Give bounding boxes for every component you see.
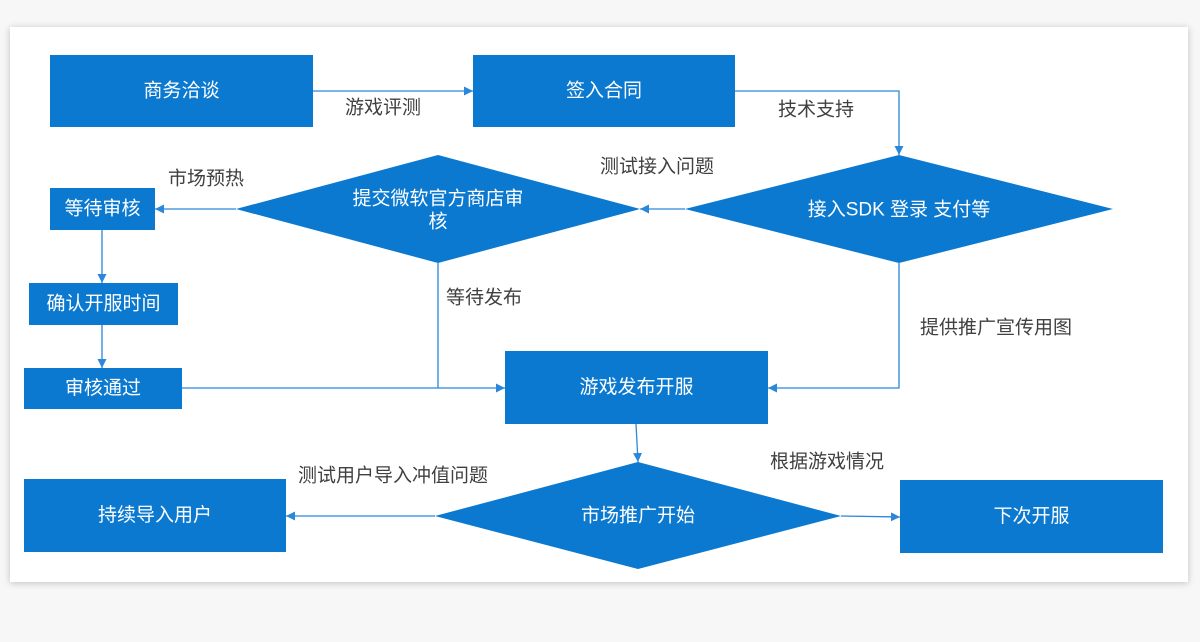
edge-label-test-user-import: 测试用户导入冲值问题 — [298, 465, 488, 487]
node-game-launch: 游戏发布开服 — [505, 351, 768, 424]
edge-label-wait-release: 等待发布 — [446, 287, 522, 309]
decision-integrate-sdk-diamond — [685, 155, 1113, 263]
node-next-launch: 下次开服 — [900, 480, 1163, 553]
node-negotiation-label: 商务洽谈 — [143, 80, 219, 102]
edge-marketing-to-next-launch — [840, 512, 901, 522]
node-sign-contract-label: 签入合同 — [566, 80, 642, 102]
decision-submit-store-review-diamond — [236, 155, 640, 263]
edge-label-game-evaluation: 游戏评测 — [345, 97, 421, 119]
node-review-passed: 审核通过 — [24, 368, 182, 409]
decision-integrate-sdk-label: 接入SDK 登录 支付等 — [808, 199, 991, 221]
edge-labels: 游戏评测 技术支持 测试接入问题 市场预热 等待发布 提供推广宣传用图 测试用户… — [168, 97, 1072, 487]
edge-label-per-game-situation: 根据游戏情况 — [770, 451, 884, 473]
node-confirm-launch-time-label: 确认开服时间 — [46, 293, 160, 315]
node-confirm-launch-time: 确认开服时间 — [29, 283, 178, 325]
node-continue-import-users-box — [24, 479, 286, 552]
edge-contract-to-sdk — [735, 90, 904, 155]
node-sign-contract: 签入合同 — [473, 55, 735, 127]
node-next-launch-box — [900, 480, 1163, 553]
node-wait-review-box — [50, 188, 155, 230]
node-confirm-launch-time-box — [29, 283, 178, 325]
decision-integrate-sdk: 接入SDK 登录 支付等 — [685, 155, 1113, 263]
edges — [97, 86, 904, 522]
decision-marketing-start-diamond — [435, 462, 841, 569]
edge-sdk-to-launch — [768, 263, 900, 393]
node-wait-review-label: 等待审核 — [64, 198, 140, 220]
edge-label-market-warmup: 市场预热 — [168, 168, 244, 190]
node-review-passed-box — [24, 368, 182, 409]
edge-label-test-integration: 测试接入问题 — [600, 156, 714, 178]
decision-submit-store-review-label-line1: 提交微软官方商店审 — [352, 188, 523, 210]
node-negotiation-box — [50, 55, 313, 127]
node-negotiation: 商务洽谈 — [50, 55, 313, 127]
node-wait-review: 等待审核 — [50, 188, 155, 230]
decision-submit-store-review: 提交微软官方商店审 核 — [236, 155, 640, 263]
edge-label-provide-promo-images: 提供推广宣传用图 — [920, 317, 1072, 339]
edge-label-tech-support: 技术支持 — [778, 99, 854, 121]
node-sign-contract-box — [473, 55, 735, 127]
node-review-passed-label: 审核通过 — [65, 377, 141, 399]
node-game-launch-box — [505, 351, 768, 424]
node-continue-import-users-label: 持续导入用户 — [98, 504, 212, 526]
decision-marketing-start: 市场推广开始 — [435, 462, 841, 569]
node-next-launch-label: 下次开服 — [993, 505, 1069, 527]
node-continue-import-users: 持续导入用户 — [24, 479, 286, 552]
edge-launch-to-marketing — [633, 423, 643, 463]
node-game-launch-label: 游戏发布开服 — [579, 376, 693, 398]
decision-marketing-start-label: 市场推广开始 — [581, 505, 695, 527]
decision-submit-store-review-label-line2: 核 — [428, 211, 447, 233]
